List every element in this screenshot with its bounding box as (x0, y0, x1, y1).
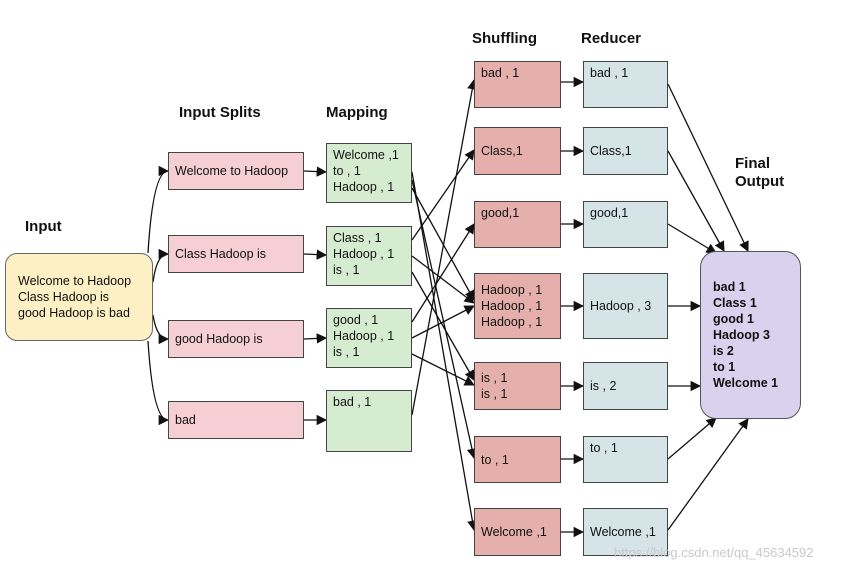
arrow-red-final-welcome (667, 418, 749, 531)
reducer-box-class: Class,1 (583, 127, 668, 175)
final-line: is 2 (713, 344, 734, 358)
shuffle-box-welcome: Welcome ,1 (474, 508, 561, 556)
mapping-line: Hadoop , 1 (333, 329, 395, 343)
arrow-input-split-4 (147, 340, 170, 426)
reducer-box-is: is , 2 (583, 362, 668, 410)
mapping-line: bad , 1 (333, 395, 372, 409)
mapping-box-2: Class , 1 Hadoop , 1 is , 1 (326, 226, 412, 286)
shuffle-box-to: to , 1 (474, 436, 561, 483)
heading-final-output: Final Output (735, 155, 784, 191)
shuffle-line: is , 1 (481, 387, 508, 401)
heading-final-line-1: Final (735, 155, 771, 172)
shuffle-box-bad: bad , 1 (474, 61, 561, 108)
mapping-line: Hadoop , 1 (333, 180, 395, 194)
arrow-map4-bad (411, 78, 478, 416)
mapping-line: is , 1 (333, 345, 360, 359)
reducer-box-hadoop: Hadoop , 3 (583, 273, 668, 339)
arrow-red-final-good (667, 223, 717, 254)
split-box-4: bad (168, 401, 304, 439)
reducer-line: is , 2 (590, 379, 617, 393)
reducer-box-good: good,1 (583, 201, 668, 248)
heading-mapping: Mapping (326, 104, 388, 121)
shuffle-line: Hadoop , 1 (481, 299, 543, 313)
final-line: Class 1 (713, 296, 757, 310)
mapping-box-4: bad , 1 (326, 390, 412, 452)
arrow-input-split-1 (147, 165, 170, 254)
shuffle-box-class: Class,1 (474, 127, 561, 175)
arrow-split-map-1 (303, 166, 328, 177)
final-line: to 1 (713, 360, 736, 374)
arrow-red-final-class (667, 150, 725, 252)
shuffle-line: good,1 (481, 206, 520, 220)
reducer-box-bad: bad , 1 (583, 61, 668, 108)
arrow-map3-good (411, 223, 475, 323)
input-box: Welcome to Hadoop Class Hadoop is good H… (5, 253, 153, 341)
heading-reducer: Reducer (581, 30, 642, 47)
reducer-line: bad , 1 (590, 66, 629, 80)
heading-input-splits: Input Splits (179, 104, 261, 121)
reducer-box-welcome: Welcome ,1 (583, 508, 668, 556)
split-text: bad (175, 413, 196, 427)
arrow-split-map-2 (303, 249, 328, 260)
arrow-map3-hadoop (411, 305, 475, 339)
reducer-line: Welcome ,1 (590, 525, 656, 539)
mapping-line: is , 1 (333, 263, 360, 277)
reducer-line: Class,1 (590, 144, 632, 158)
split-box-2: Class Hadoop is (168, 235, 304, 273)
arrow-map2-is (411, 271, 475, 381)
arrow-map3-is (411, 353, 475, 386)
split-box-3: good Hadoop is (168, 320, 304, 358)
split-text: Welcome to Hadoop (175, 164, 289, 178)
final-line: Hadoop 3 (713, 328, 770, 342)
split-text: good Hadoop is (175, 332, 263, 346)
mapping-line: Class , 1 (333, 231, 382, 245)
heading-input: Input (25, 218, 62, 235)
mapping-line: Hadoop , 1 (333, 247, 395, 261)
split-box-1: Welcome to Hadoop (168, 152, 304, 190)
shuffle-line: is , 1 (481, 371, 508, 385)
shuffle-line: Welcome ,1 (481, 525, 547, 539)
shuffle-box-hadoop: Hadoop , 1 Hadoop , 1 Hadoop , 1 (474, 273, 561, 339)
shuffle-box-good: good,1 (474, 201, 561, 248)
reducer-line: to , 1 (590, 441, 618, 455)
mapping-line: good , 1 (333, 313, 379, 327)
mapping-line: to , 1 (333, 164, 361, 178)
arrow-red-final-bad (667, 83, 749, 252)
final-line: bad 1 (713, 280, 746, 294)
mapping-line: Welcome ,1 (333, 148, 399, 162)
shuffle-line: Hadoop , 1 (481, 283, 543, 297)
arrow-split-map-3 (303, 333, 328, 344)
arrow-input-split-3 (152, 314, 170, 345)
final-line: good 1 (713, 312, 754, 326)
watermark: https://blog.csdn.net/qq_45634592 (614, 545, 814, 560)
arrow-map1-welcome (411, 171, 478, 532)
arrow-red-final-to (667, 417, 717, 460)
heading-final-line-2: Output (735, 173, 785, 190)
reducer-line: Hadoop , 3 (590, 299, 652, 313)
shuffle-box-is: is , 1 is , 1 (474, 362, 561, 410)
shuffle-line: Class,1 (481, 144, 523, 158)
arrow-input-split-2 (152, 248, 170, 283)
mapping-box-1: Welcome ,1 to , 1 Hadoop , 1 (326, 143, 412, 203)
mapping-box-3: good , 1 Hadoop , 1 is , 1 (326, 308, 412, 368)
shuffle-line: to , 1 (481, 452, 509, 467)
input-line: Welcome to Hadoop (18, 274, 132, 288)
input-line: Class Hadoop is (18, 290, 110, 304)
shuffle-line: bad , 1 (481, 66, 520, 80)
final-line: Welcome 1 (713, 376, 779, 390)
input-line: good Hadoop is bad (18, 306, 130, 320)
reducer-line: good,1 (590, 206, 629, 220)
split-text: Class Hadoop is (175, 247, 267, 261)
reducer-box-to: to , 1 (583, 436, 668, 483)
final-output-box: bad 1 Class 1 good 1 Hadoop 3 is 2 to 1 … (700, 251, 801, 419)
arrow-map2-hadoop (411, 255, 475, 304)
arrow-map2-class (411, 149, 475, 241)
heading-shuffling: Shuffling (472, 30, 537, 47)
shuffle-line: Hadoop , 1 (481, 315, 543, 329)
arrow-map1-to (411, 179, 478, 460)
